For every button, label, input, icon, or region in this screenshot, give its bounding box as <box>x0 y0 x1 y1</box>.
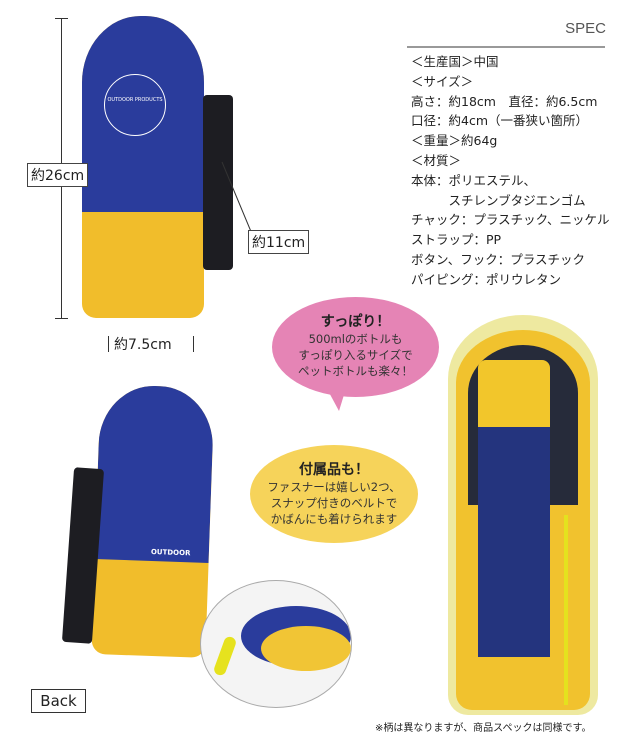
zipper-detail-photo <box>200 580 352 708</box>
brand-logo: OUTDOOR PRODUCTS <box>104 74 166 136</box>
spec-item: ボタン、フック：プラスチック <box>411 251 586 267</box>
product-cover-front: OUTDOOR PRODUCTS <box>82 16 204 318</box>
spec-list: ＜生産国＞中国 ＜サイズ＞ 高さ：約18cm 直径：約6.5cm 口径：約4cm… <box>411 52 610 290</box>
spec-item: ストラップ：PP <box>411 232 502 248</box>
footnote: ※柄は異なりますが、商品スペックは同様です。 <box>375 723 592 734</box>
strap-pointer-line <box>221 161 253 235</box>
width-label: 約7.5cm <box>112 333 174 355</box>
spec-item: パイピング：ポリウレタン <box>411 271 562 287</box>
zipper <box>564 515 568 705</box>
spec-item: ＜生産国＞中国 <box>411 54 499 69</box>
height-label: 約26cm <box>27 163 89 187</box>
back-button[interactable]: Back <box>31 689 86 713</box>
spec-title: SPEC <box>565 20 606 37</box>
dimension-tick <box>193 336 194 352</box>
dimension-tick <box>55 318 68 319</box>
speech-bubble-fit: すっぽり！ 500mlのボトルも すっぽり入るサイズで ペットボトルも楽々！ <box>272 297 439 397</box>
speech-bubble-accessories: 付属品も！ ファスナーは嬉しい2つ、 スナップ付きのベルトで かばんにも着けられ… <box>250 445 418 543</box>
product-cover-back: OUTDOOR <box>91 384 215 658</box>
bottle <box>478 427 550 657</box>
spec-item: ＜材質＞ <box>411 152 462 168</box>
bottle-cap <box>478 360 550 430</box>
spec-item: 口径：約4cm（一番狭い箇所） <box>411 113 589 129</box>
strap-length-label: 約11cm <box>248 230 310 254</box>
bubble-tail <box>325 385 347 411</box>
dimension-tick <box>108 336 109 352</box>
strap <box>203 95 233 270</box>
spec-item: チャック：プラスチック、ニッケル <box>411 212 610 228</box>
dimension-tick <box>55 18 68 19</box>
spec-item: ＜重量＞約64g <box>411 133 498 149</box>
divider <box>407 46 605 48</box>
spec-item: 高さ：約18cm 直径：約6.5cm <box>411 93 598 109</box>
spec-item: ＜サイズ＞ <box>411 73 474 89</box>
product-open-photo <box>448 315 598 715</box>
zipper-pull <box>212 635 238 677</box>
spec-item: スチレンブタジエンゴム <box>411 192 586 208</box>
spec-item: 本体：ポリエステル、 <box>411 172 537 188</box>
